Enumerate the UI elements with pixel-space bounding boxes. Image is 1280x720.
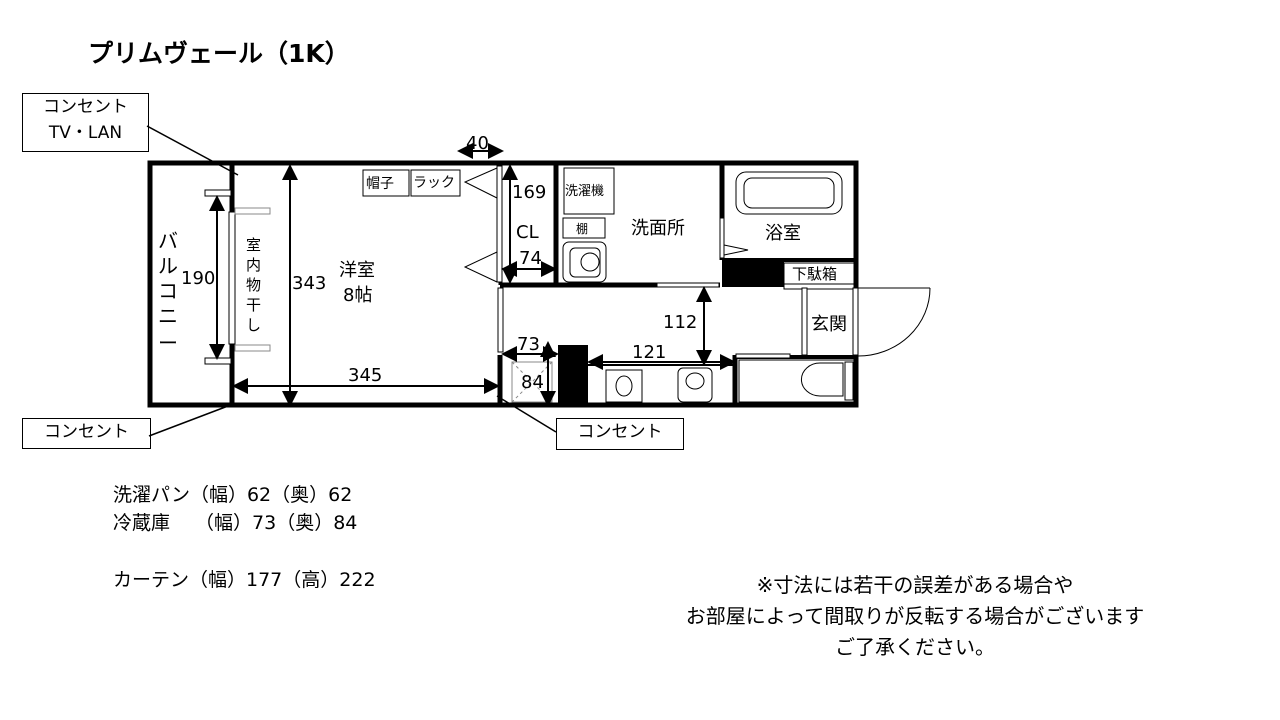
page-title: プリムヴェール（1K） bbox=[88, 39, 350, 68]
spec-fridge: 冷蔵庫 （幅）73（奥）84 bbox=[113, 512, 358, 534]
dim-balcony-window: 190 bbox=[181, 268, 215, 289]
rack-label: ラック bbox=[413, 175, 455, 191]
note-line: お部屋によって間取りが反転する場合がございます bbox=[685, 604, 1145, 628]
balcony-label: ル bbox=[158, 254, 178, 278]
shelf-label: 棚 bbox=[576, 221, 588, 236]
callout-outlet-tv-lan: コンセント TV・LAN bbox=[22, 93, 149, 152]
hat-label: 帽子 bbox=[366, 176, 394, 192]
indoor-drying-label: 物 bbox=[246, 276, 261, 294]
callout-text: コンセント bbox=[43, 97, 128, 117]
washroom-label: 洗面所 bbox=[631, 218, 685, 239]
spec-washing-pan: 洗濯パン（幅）62（奥）62 bbox=[113, 484, 353, 506]
note-line: ※寸法には若干の誤差がある場合や bbox=[756, 573, 1074, 597]
western-room-size: 8帖 bbox=[343, 285, 372, 306]
balcony-label: ニ bbox=[158, 304, 178, 328]
dim-fridge-width: 73 bbox=[517, 334, 540, 355]
dim-closet-width: 74 bbox=[519, 248, 542, 269]
dim-fridge-depth: 84 bbox=[521, 372, 544, 393]
shoe-box-label: 下駄箱 bbox=[792, 265, 837, 283]
callout-outlet-right: コンセント bbox=[556, 418, 684, 450]
dim-closet-height: 169 bbox=[512, 182, 546, 203]
indoor-drying-label: し bbox=[246, 316, 261, 334]
indoor-drying-label: 室 bbox=[246, 236, 261, 254]
walls bbox=[147, 160, 859, 408]
western-room-label: 洋室 bbox=[339, 260, 375, 281]
dim-kitchen-length: 121 bbox=[632, 342, 666, 363]
callout-text: TV・LAN bbox=[48, 123, 123, 143]
note-line: ご了承ください。 bbox=[835, 635, 995, 659]
bathroom-label: 浴室 bbox=[765, 223, 801, 244]
dim-room-depth: 343 bbox=[292, 273, 326, 294]
dim-hall-width: 112 bbox=[663, 312, 697, 333]
balcony-label: コ bbox=[158, 279, 178, 303]
indoor-drying-label: 内 bbox=[246, 256, 261, 274]
closet-label: CL bbox=[516, 222, 539, 243]
balcony-label: バ bbox=[158, 229, 178, 253]
indoor-drying-label: 干 bbox=[246, 296, 261, 314]
entrance-label: 玄関 bbox=[811, 314, 847, 335]
disclaimer-note: ※寸法には若干の誤差がある場合や お部屋によって間取りが反転する場合がございます… bbox=[600, 570, 1230, 663]
washing-machine-label: 洗濯機 bbox=[565, 184, 604, 199]
dim-rack-depth: 40 bbox=[466, 133, 489, 154]
spec-curtain: カーテン（幅）177（高）222 bbox=[113, 569, 376, 591]
balcony-label: ー bbox=[158, 331, 178, 355]
dim-room-width: 345 bbox=[348, 365, 382, 386]
callout-outlet-left: コンセント bbox=[22, 418, 151, 449]
